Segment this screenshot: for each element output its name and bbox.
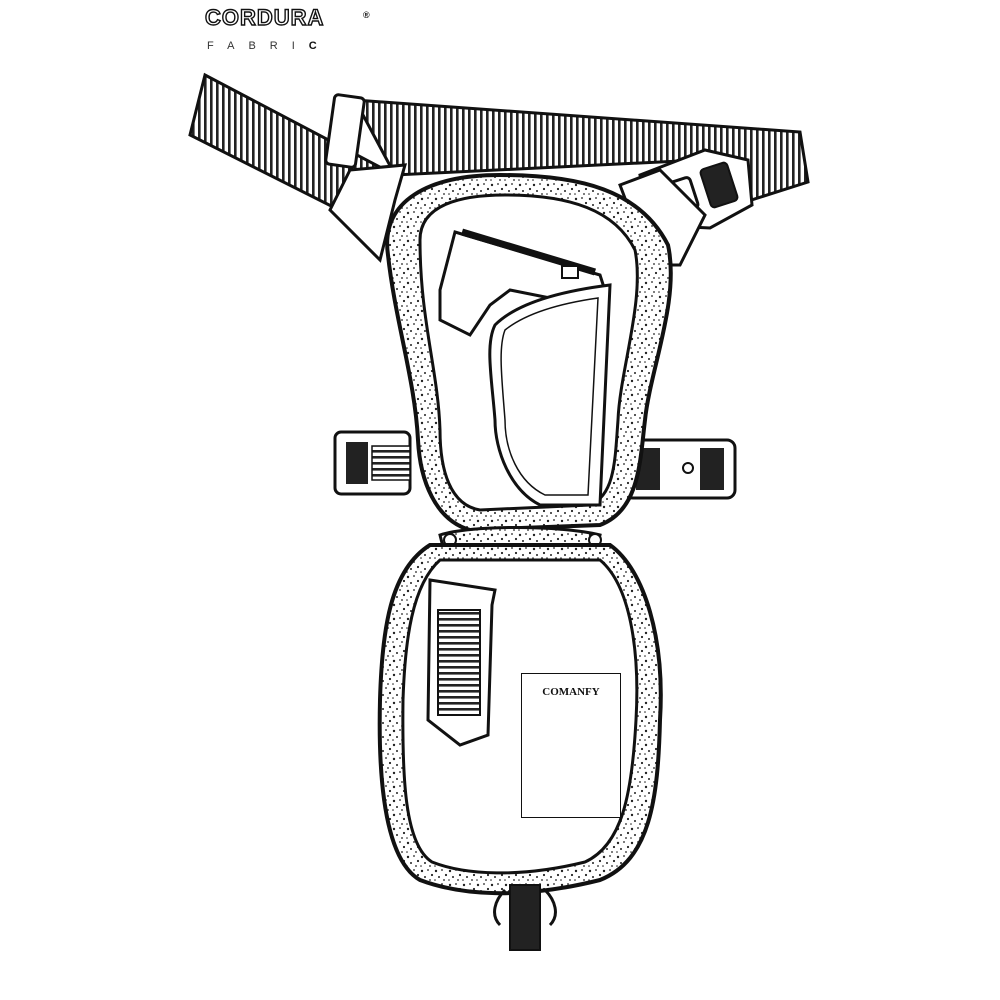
logo-subtitle: FABRIC [207,40,331,52]
holster-pouch [385,172,673,533]
comanfy-patch: COMANFY [521,673,621,818]
logo-brand-text: CORDURA [204,5,325,30]
magazine-icon [426,578,497,747]
belt-slider [324,93,366,169]
logo-registered-mark: ® [363,10,370,20]
bottom-pull-tab [493,884,557,951]
patch-label: COMANFY [542,686,600,698]
logo-subtitle-last: C [308,40,331,52]
logo-subtitle-prefix: FABRI [207,40,309,52]
cordura-logo: CORDURA ® FABRIC [204,5,375,56]
